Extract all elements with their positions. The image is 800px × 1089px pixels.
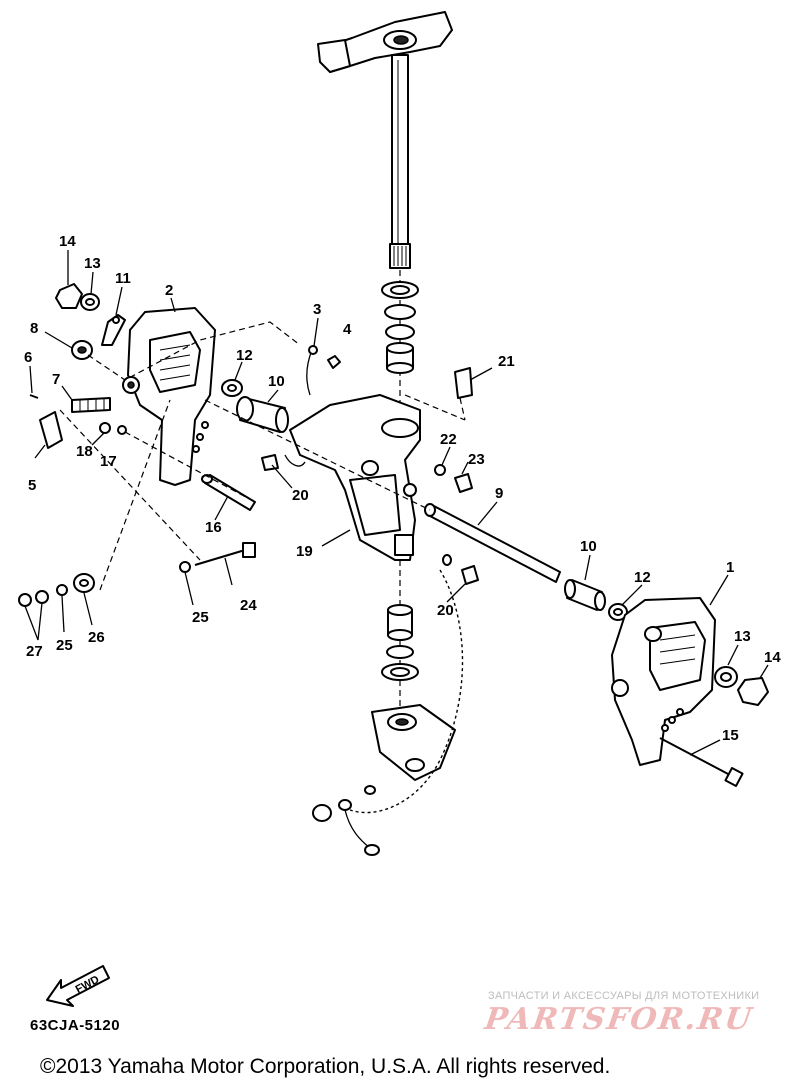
callout-21: 21 (498, 353, 515, 370)
callout-13: 13 (84, 255, 101, 272)
callout-8: 8 (30, 320, 38, 337)
bolt-15 (659, 737, 744, 787)
lower-washers (381, 604, 419, 681)
callout-16: 16 (205, 519, 222, 536)
callout-10b: 10 (580, 538, 597, 555)
callout-1: 1 (726, 559, 734, 576)
callout-9: 9 (495, 485, 503, 502)
watermark-logo: PARTSFOR.RU (482, 1002, 756, 1037)
right-clamp-bracket (611, 597, 716, 766)
ground-lead (312, 785, 380, 856)
callout-6: 6 (24, 349, 32, 366)
callout-25: 25 (192, 609, 209, 626)
right-nuts (714, 666, 769, 706)
callout-25b: 25 (56, 637, 73, 654)
callout-labels: 14 13 11 2 3 4 8 6 7 12 10 21 18 17 5 22… (24, 233, 781, 744)
bolt-24 (179, 542, 256, 573)
through-shaft (204, 399, 561, 583)
fwd-label: FWD (74, 974, 102, 996)
callout-18: 18 (76, 443, 93, 460)
callout-26: 26 (88, 629, 105, 646)
callout-27: 27 (26, 643, 43, 660)
callout-10: 10 (268, 373, 285, 390)
bushing-10-left (221, 379, 289, 433)
callout-20: 20 (292, 487, 309, 504)
callout-3: 3 (313, 301, 321, 318)
leader-lines (24, 250, 769, 756)
diagram-code: 63CJA-5120 (30, 1017, 121, 1034)
callout-7: 7 (52, 371, 60, 388)
callout-14: 14 (59, 233, 76, 250)
pin-16 (201, 474, 256, 511)
callout-13b: 13 (734, 628, 751, 645)
callout-12: 12 (236, 347, 253, 364)
swivel-bracket (289, 394, 421, 561)
callout-4: 4 (343, 321, 352, 338)
part-21 (454, 367, 473, 399)
bolts-20-22-23 (261, 454, 479, 585)
callout-23: 23 (468, 451, 485, 468)
steering-shaft (389, 54, 411, 269)
clip-3-bolt-4 (306, 345, 341, 396)
callout-17: 17 (100, 453, 117, 470)
callout-19: 19 (296, 543, 313, 560)
callout-11: 11 (115, 270, 131, 287)
callout-5: 5 (28, 477, 36, 494)
callout-14b: 14 (764, 649, 781, 666)
lower-steering-bracket (371, 704, 456, 781)
callout-2: 2 (165, 282, 173, 299)
nuts-27-25-26 (18, 573, 95, 607)
left-clamp-bracket (122, 307, 216, 486)
bushing-10-right (564, 579, 628, 621)
callout-12b: 12 (634, 569, 651, 586)
steering-arm (317, 11, 453, 73)
watermark-caption: ЗАПЧАСТИ И АКСЕССУАРЫ ДЛЯ МОТОТЕХНИКИ (488, 990, 760, 1002)
upper-washers (381, 281, 419, 374)
connector-left (87, 321, 301, 381)
callout-15: 15 (722, 727, 739, 744)
fwd-arrow-icon: FWD (46, 965, 110, 1007)
callout-20b: 20 (437, 602, 454, 619)
copyright-notice: ©2013 Yamaha Motor Corporation, U.S.A. A… (40, 1055, 611, 1078)
callout-24: 24 (240, 597, 257, 614)
callout-22: 22 (440, 431, 457, 448)
left-small-parts (29, 283, 127, 449)
